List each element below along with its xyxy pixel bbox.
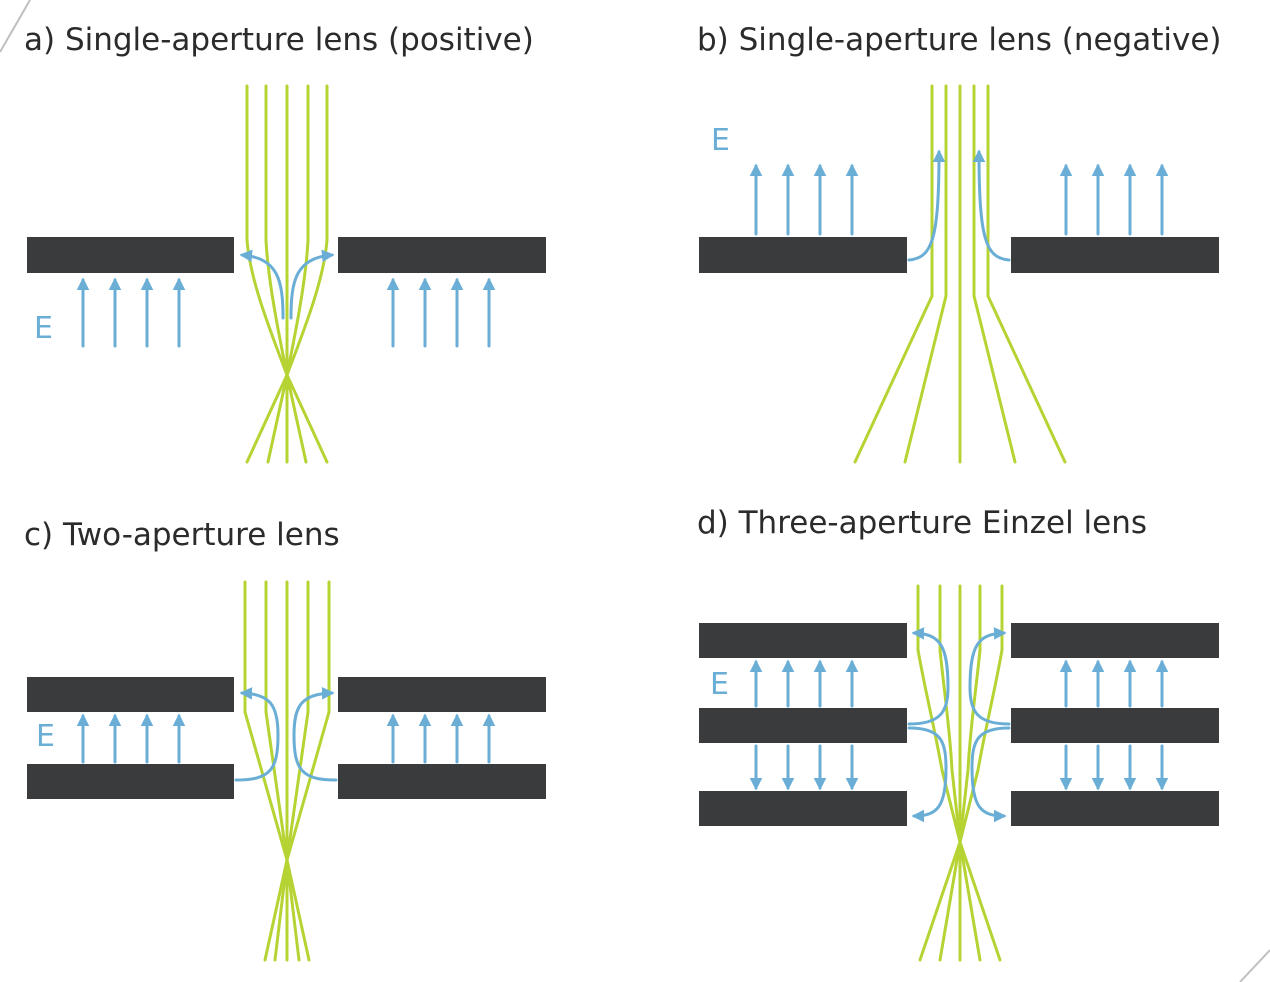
corner-mark-bottom-right xyxy=(1239,949,1270,982)
panel-d-field-arrows xyxy=(749,627,1169,823)
panel-d: d) Three-aperture Einzel lens xyxy=(697,505,1219,962)
panel-b-plate-right xyxy=(1011,237,1219,273)
panel-b-beam xyxy=(853,84,1067,464)
panel-a: a) Single-aperture lens (positive) E xyxy=(24,22,546,464)
panel-a-beam xyxy=(245,84,329,464)
panel-d-title: d) Three-aperture Einzel lens xyxy=(697,505,1147,541)
corner-mark-top-left xyxy=(0,0,31,53)
panel-c-field-label: E xyxy=(36,719,55,754)
panel-d-plate-top-left xyxy=(699,623,907,658)
panel-b-plate-left xyxy=(699,237,907,273)
panel-b: b) Single-aperture lens (negative) E xyxy=(697,22,1222,464)
panel-b-field-label: E xyxy=(711,123,730,158)
panel-d-field-label: E xyxy=(710,667,729,702)
panel-a-title: a) Single-aperture lens (positive) xyxy=(24,22,534,58)
panel-c-plate-upper-right xyxy=(338,677,546,712)
panel-d-plate-top-right xyxy=(1011,623,1219,658)
panel-d-plate-bottom-right xyxy=(1011,791,1219,826)
panel-a-field-label: E xyxy=(34,311,53,346)
panel-a-plate-right xyxy=(338,237,546,273)
panel-d-beam xyxy=(916,584,1004,962)
panel-c-plate-upper-left xyxy=(27,677,234,712)
panel-c-beam xyxy=(243,580,331,962)
panel-c-field-arrows xyxy=(76,687,496,782)
panel-d-plate-middle-right xyxy=(1011,708,1219,743)
panel-c-plate-lower-left xyxy=(27,764,234,799)
panel-d-plate-bottom-left xyxy=(699,791,907,826)
panel-a-field-arrows xyxy=(76,249,496,348)
panel-c-plate-lower-right xyxy=(338,764,546,799)
panel-b-field-arrows xyxy=(749,149,1169,262)
panel-a-plate-left xyxy=(27,237,234,273)
panel-d-plate-middle-left xyxy=(699,708,907,743)
panel-c: c) Two-aperture lens E xyxy=(24,517,546,962)
panel-c-title: c) Two-aperture lens xyxy=(24,517,340,553)
panel-b-title: b) Single-aperture lens (negative) xyxy=(697,22,1222,58)
